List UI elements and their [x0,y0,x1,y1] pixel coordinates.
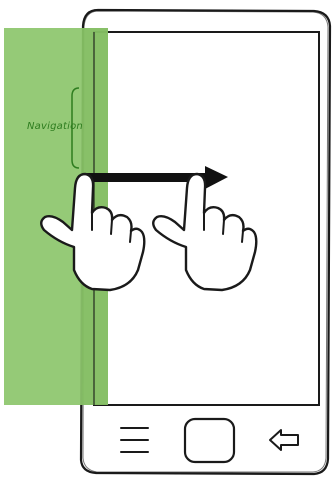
menu-icon[interactable] [121,428,148,452]
back-icon[interactable] [270,430,298,450]
navigation-label: Navigation [27,121,83,132]
home-button[interactable] [185,419,234,462]
